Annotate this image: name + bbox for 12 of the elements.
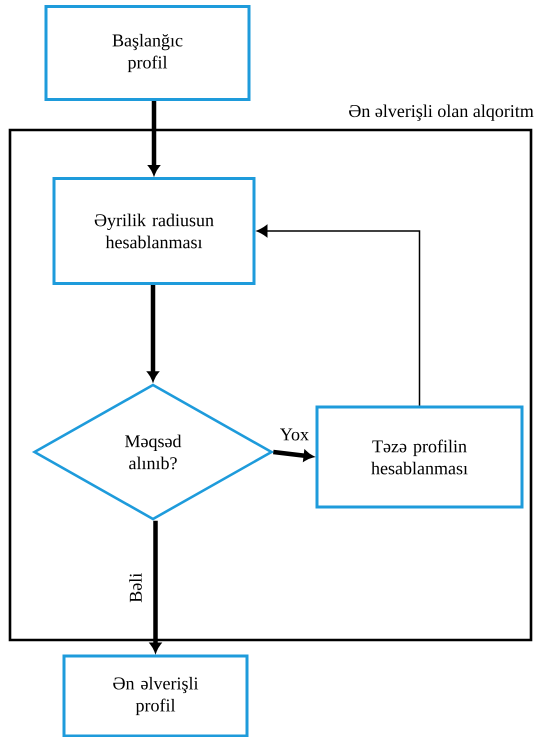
process-box: Başlanğıc profil <box>44 5 250 101</box>
process-box: Əyrilik radiusun hesablanması <box>52 177 256 285</box>
edge-label: Yox <box>280 428 309 440</box>
edge-label: Bəli <box>129 573 142 602</box>
arrow <box>256 224 420 406</box>
arrow <box>273 450 314 462</box>
arrow <box>148 285 158 382</box>
arrow <box>148 101 160 175</box>
node-label: Ən əlverişli olan alqoritm <box>349 104 534 121</box>
process-box: Təzə profilin hesablanması <box>316 406 524 508</box>
process-box: Ən əlverişli profil <box>62 654 248 737</box>
arrow <box>150 520 161 652</box>
